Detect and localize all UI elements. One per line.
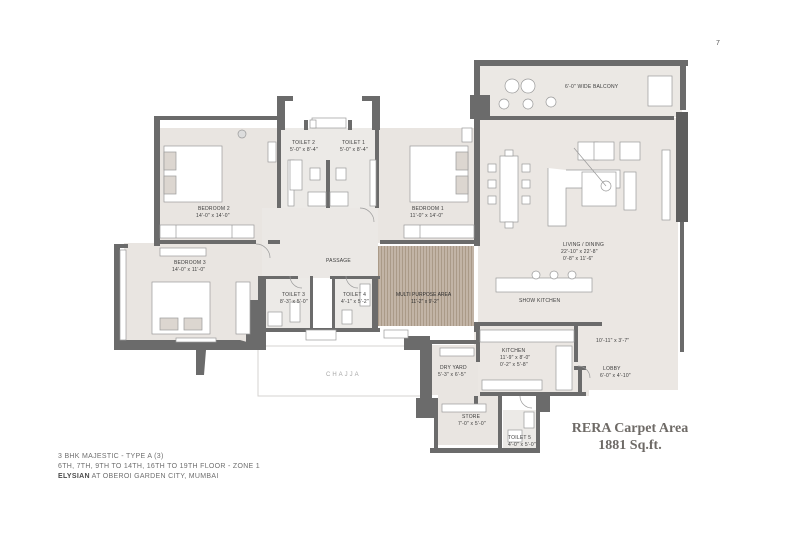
project-name: ELYSIAN AT OBEROI GARDEN CITY, MUMBAI xyxy=(58,472,260,482)
kitchen-size1: 11'-9" x 8'-0" xyxy=(500,355,530,361)
doors xyxy=(255,207,591,409)
toilet5-size: 4'-0" x 5'-0" xyxy=(508,442,536,448)
chajja-area xyxy=(257,345,423,397)
rera-title: RERA Carpet Area xyxy=(571,421,689,436)
passage-floor xyxy=(262,208,378,278)
toilet5-label: TOILET 5 xyxy=(508,435,531,441)
rera-carpet-area: RERA Carpet Area 1881 Sq.ft. xyxy=(550,420,710,454)
kitchen-label: KITCHEN xyxy=(502,348,526,354)
floor-range: 6TH, 7TH, 9TH TO 14TH, 16TH TO 19TH FLOO… xyxy=(58,463,260,470)
plan-info: 3 BHK MAJESTIC - TYPE A (3) 6TH, 7TH, 9T… xyxy=(58,452,260,482)
show-kitchen-label: SHOW KITCHEN xyxy=(519,298,560,304)
living-size2: 0'-8" x 11'-6" xyxy=(563,256,593,262)
bedroom2-size: 14'-0" x 14'-0" xyxy=(196,213,230,219)
multipurpose-label: MULTI PURPOSE AREA xyxy=(396,292,452,298)
toilet3-label: TOILET 3 xyxy=(282,292,305,298)
dining-table xyxy=(499,155,519,223)
floors xyxy=(124,65,682,450)
bedroom2-label: BEDROOM 2 xyxy=(198,206,230,212)
store-floor xyxy=(438,395,498,445)
chajja-label: CHAJJA xyxy=(326,372,361,378)
kitchen-size2: 0'-2" x 5'-8" xyxy=(500,362,528,368)
passage-label: PASSAGE xyxy=(326,258,351,264)
furniture xyxy=(151,75,673,443)
living-size1: 22'-10" x 22'-8" xyxy=(561,249,598,255)
dryyard-label: DRY YARD xyxy=(440,365,467,371)
balcony-label: 6'-0" WIDE BALCONY xyxy=(565,84,619,90)
bedroom3-label: BEDROOM 3 xyxy=(174,260,206,266)
toilet1-label: TOILET 1 xyxy=(342,140,365,146)
room-labels: 6'-0" WIDE BALCONY TOILET 2 5'-0" x 8'-4… xyxy=(172,84,631,448)
lobby-size: 6'-0" x 4'-10" xyxy=(600,373,631,379)
lobby-floor xyxy=(578,330,678,390)
project-location: AT OBEROI GARDEN CITY, MUMBAI xyxy=(89,473,219,480)
page-number: 7 xyxy=(716,40,720,47)
toilet4-label: TOILET 4 xyxy=(343,292,366,298)
rera-value: 1881 Sq.ft. xyxy=(598,438,662,453)
toilet4-size: 4'-1" x 5'-2" xyxy=(341,299,369,305)
bedroom3-size: 14'-0" x 11'-0" xyxy=(172,267,205,273)
show-kitchen-counter xyxy=(495,277,593,293)
multipurpose-size: 11'-2" x 9'-2" xyxy=(411,299,439,305)
bedroom1-size: 11'-0" x 14'-0" xyxy=(410,213,443,219)
lobby-label: LOBBY xyxy=(603,366,621,372)
store-label: STORE xyxy=(462,414,481,420)
toilet1-size: 5'-0" x 8'-4" xyxy=(340,147,368,153)
toilet2-size: 5'-0" x 8'-4" xyxy=(290,147,318,153)
toilet3-size: 8'-3" x 5'-0" xyxy=(280,299,308,305)
unit-type: 3 BHK MAJESTIC - TYPE A (3) xyxy=(58,453,164,460)
project-brand: ELYSIAN xyxy=(58,473,90,480)
lobby-area-size: 10'-11" x 3'-7" xyxy=(596,338,629,344)
multipurpose-floor xyxy=(378,246,474,326)
store-size: 7'-0" x 5'-0" xyxy=(458,421,486,427)
living-label: LIVING / DINING xyxy=(563,242,604,248)
dryyard-size: 5'-3" x 6'-5" xyxy=(438,372,466,378)
bedroom1-label: BEDROOM 1 xyxy=(412,206,444,212)
toilet2-label: TOILET 2 xyxy=(292,140,315,146)
